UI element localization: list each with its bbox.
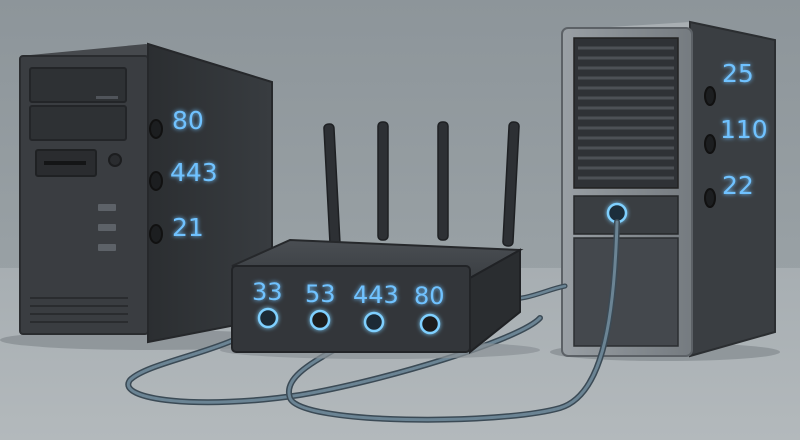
router-port-label: 33 bbox=[252, 278, 283, 306]
router-port-label: 53 bbox=[305, 280, 336, 308]
right-server-port-label: 110 bbox=[720, 115, 768, 144]
router-port-label: 443 bbox=[353, 281, 399, 309]
router-port-label: 80 bbox=[414, 282, 445, 310]
left-server-port-jack[interactable] bbox=[149, 171, 163, 191]
left-server-port-label: 80 bbox=[172, 106, 204, 135]
drive-bay bbox=[29, 105, 127, 141]
right-server-port-jack[interactable] bbox=[704, 134, 716, 154]
antenna-icon bbox=[437, 121, 449, 241]
router-port-jack[interactable] bbox=[419, 313, 441, 335]
left-server-port-label: 443 bbox=[170, 158, 218, 187]
right-server-port-jack[interactable] bbox=[704, 188, 716, 208]
right-server-port-label: 22 bbox=[722, 171, 754, 200]
router: 33 53 443 80 bbox=[220, 121, 540, 359]
router-port-jack[interactable] bbox=[309, 309, 331, 331]
left-server-port-jack[interactable] bbox=[149, 119, 163, 139]
right-server-grille-slats bbox=[578, 46, 674, 180]
left-server-port-label: 21 bbox=[172, 213, 204, 242]
usb-port-icon bbox=[98, 224, 116, 231]
power-button-icon[interactable] bbox=[108, 153, 122, 167]
router-port-jack[interactable] bbox=[257, 307, 279, 329]
router-antennas bbox=[323, 121, 520, 249]
right-server-port-jack[interactable] bbox=[704, 86, 716, 106]
right-server: 25 110 22 bbox=[550, 20, 780, 361]
router-front bbox=[231, 265, 471, 353]
usb-port-icon bbox=[98, 204, 116, 211]
drive-bay bbox=[29, 67, 127, 103]
left-server-vent bbox=[30, 297, 128, 323]
usb-port-icon bbox=[98, 244, 116, 251]
left-server-port-jack[interactable] bbox=[149, 224, 163, 244]
router-port-jack[interactable] bbox=[363, 311, 385, 333]
right-server-grille bbox=[573, 37, 679, 189]
antenna-icon bbox=[377, 121, 389, 241]
right-server-port-label: 25 bbox=[722, 59, 754, 88]
antenna-icon bbox=[502, 121, 520, 247]
